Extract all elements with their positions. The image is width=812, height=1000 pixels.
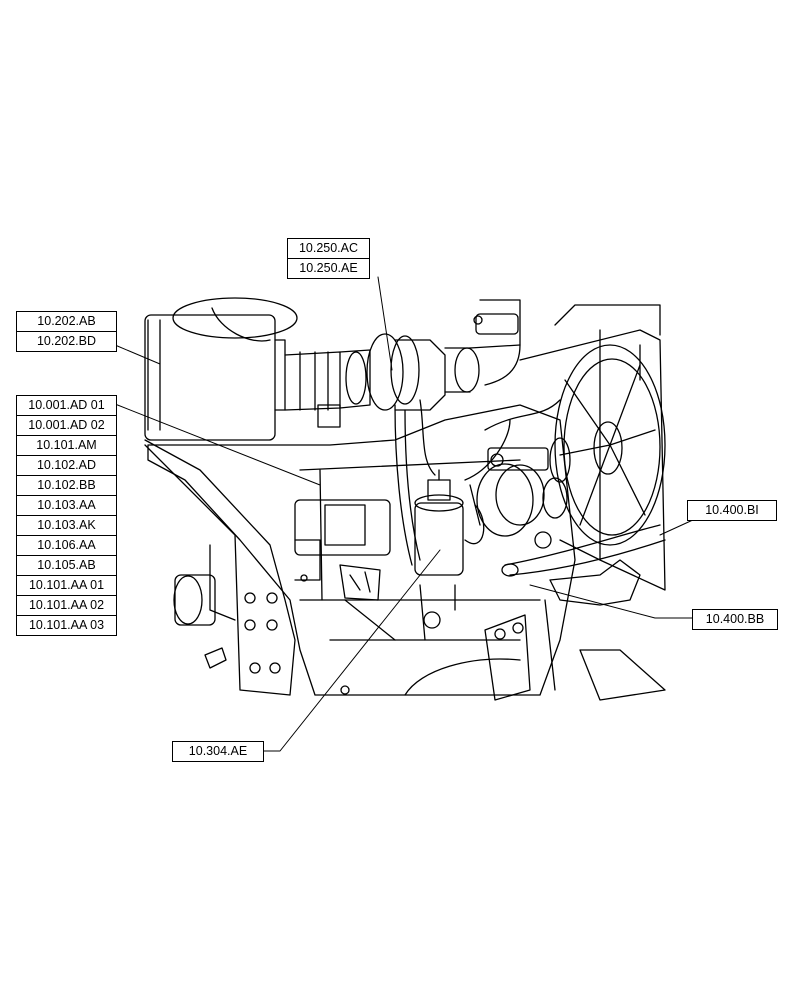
mounting-bracket bbox=[144, 439, 350, 696]
air-filter bbox=[144, 297, 371, 441]
callout-10-202-bd[interactable]: 10.202.BD bbox=[36, 334, 97, 348]
callout-10-102-ad[interactable]: 10.102.AD bbox=[17, 456, 116, 476]
starter-motor bbox=[294, 499, 396, 641]
hoses bbox=[394, 399, 666, 606]
callout-10-001-ad-01[interactable]: 10.001.AD 01 bbox=[17, 396, 116, 416]
callout-box-engine-block: 10.001.AD 01 10.001.AD 02 10.101.AM 10.1… bbox=[16, 395, 117, 636]
callout-box-air-filter: 10.202.AB 10.202.BD bbox=[16, 311, 117, 352]
callout-10-250-ae[interactable]: 10.250.AE bbox=[299, 261, 358, 275]
callout-10-101-aa-03[interactable]: 10.101.AA 03 bbox=[28, 618, 105, 632]
callout-10-101-aa-02[interactable]: 10.101.AA 02 bbox=[17, 596, 116, 616]
front-plate bbox=[484, 614, 531, 701]
callout-10-103-ak[interactable]: 10.103.AK bbox=[17, 516, 116, 536]
callout-10-101-am[interactable]: 10.101.AM bbox=[17, 436, 116, 456]
callout-10-106-aa[interactable]: 10.106.AA bbox=[17, 536, 116, 556]
callout-10-304-ae[interactable]: 10.304.AE bbox=[188, 744, 248, 758]
callout-10-400-bi[interactable]: 10.400.BI bbox=[705, 503, 759, 517]
callout-10-101-aa-01[interactable]: 10.101.AA 01 bbox=[17, 576, 116, 596]
alternator bbox=[469, 447, 568, 549]
callout-10-103-aa[interactable]: 10.103.AA bbox=[17, 496, 116, 516]
callout-box-lower-hose: 10.400.BB bbox=[692, 609, 778, 630]
callout-box-fuel-filter: 10.304.AE bbox=[172, 741, 264, 762]
fuel-filter bbox=[414, 469, 464, 641]
callout-10-400-bb[interactable]: 10.400.BB bbox=[705, 612, 765, 626]
callout-10-202-ab[interactable]: 10.202.AB bbox=[17, 312, 116, 332]
callout-10-250-ac[interactable]: 10.250.AC bbox=[288, 239, 369, 259]
callout-box-turbo: 10.250.AC 10.250.AE bbox=[287, 238, 370, 279]
callout-box-radiator-hose: 10.400.BI bbox=[687, 500, 777, 521]
radiator-fan bbox=[519, 304, 666, 701]
callout-10-102-bb[interactable]: 10.102.BB bbox=[17, 476, 116, 496]
callout-10-001-ad-02[interactable]: 10.001.AD 02 bbox=[17, 416, 116, 436]
callout-10-105-ab[interactable]: 10.105.AB bbox=[17, 556, 116, 576]
turbocharger bbox=[366, 299, 521, 411]
